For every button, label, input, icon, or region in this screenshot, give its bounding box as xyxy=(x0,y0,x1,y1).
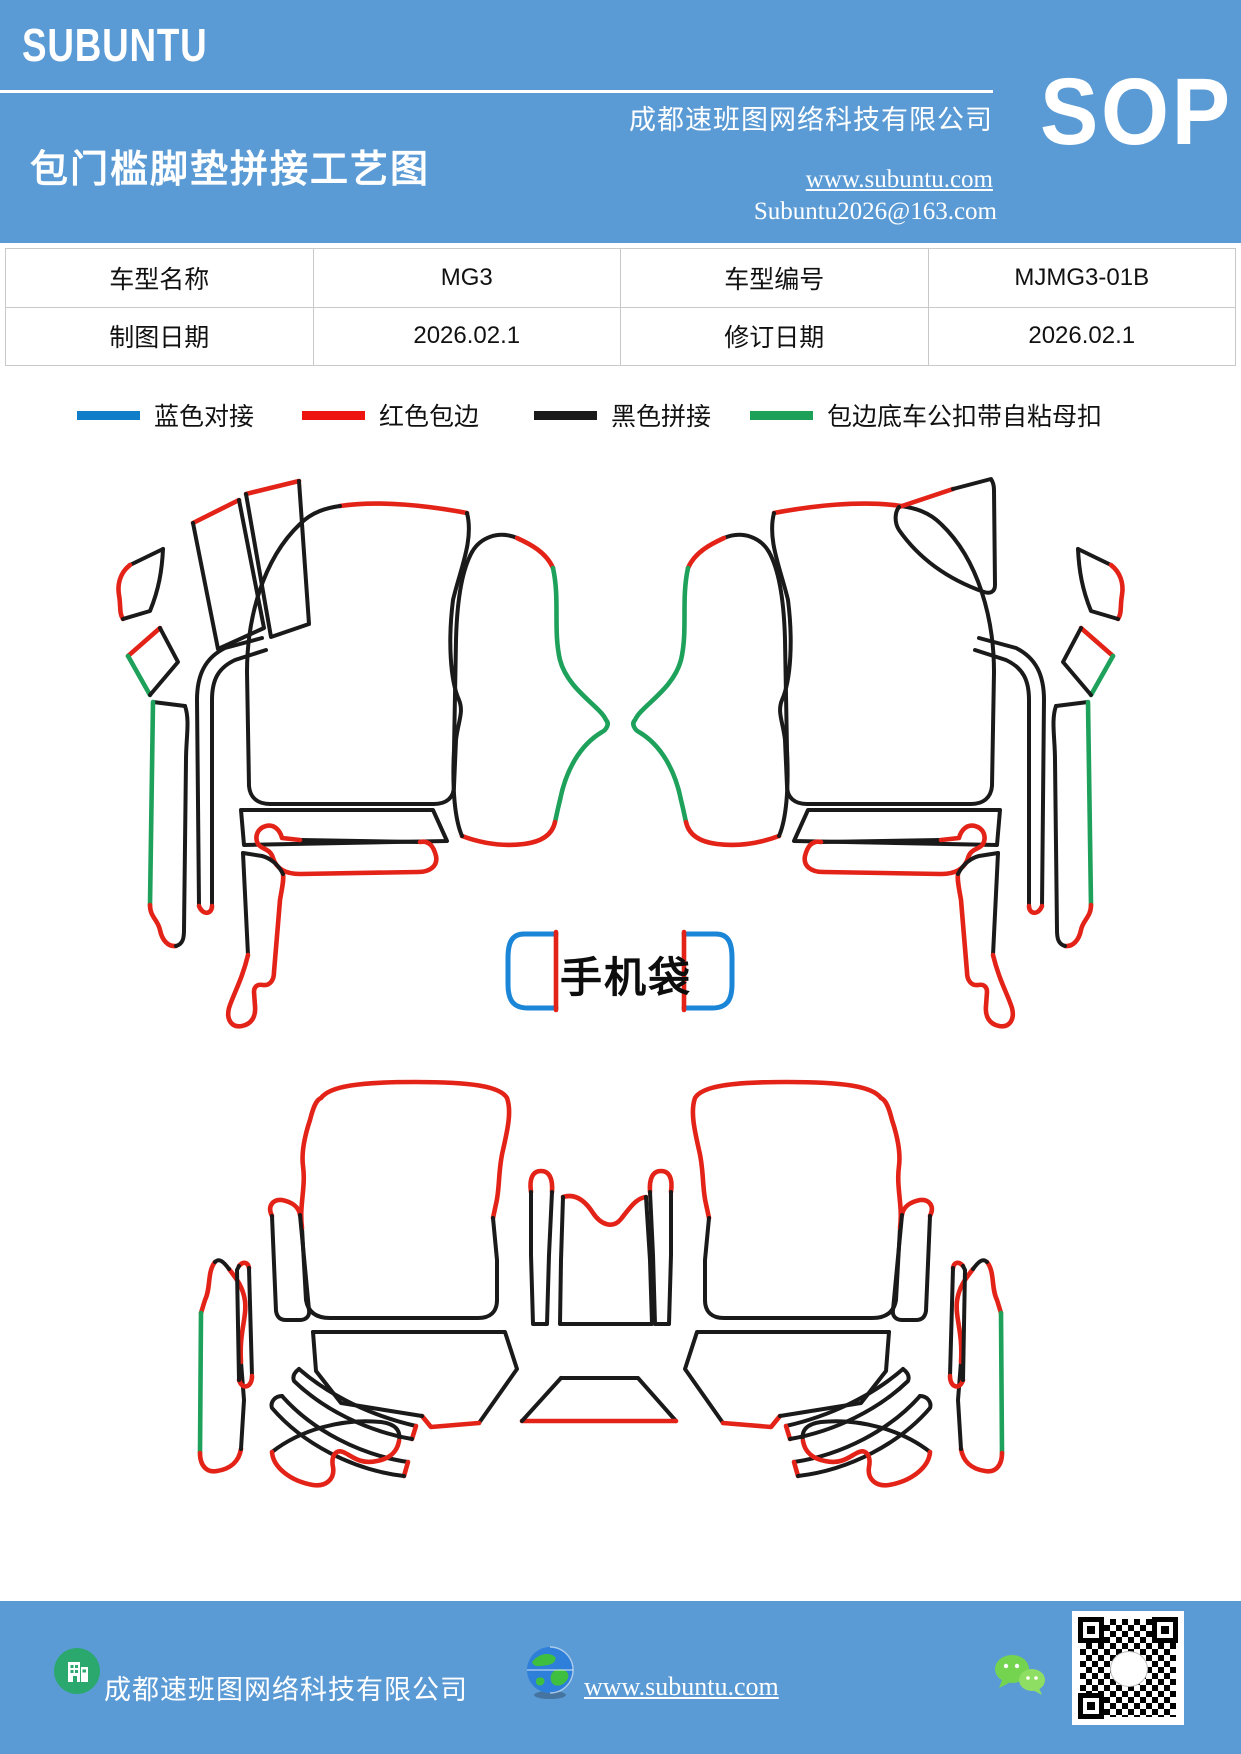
model-name-value: MG3 xyxy=(312,248,621,308)
footer-website-link[interactable]: www.subuntu.com xyxy=(584,1672,779,1701)
header-divider xyxy=(0,90,993,93)
mat-piece xyxy=(269,1419,402,1488)
qr-finder-icon xyxy=(1078,1693,1104,1719)
footer-company-name: 成都速班图网络科技有限公司 xyxy=(104,1675,468,1705)
qr-center-logo xyxy=(1110,1651,1148,1687)
phone-bag-marker xyxy=(505,929,735,1013)
table-row: 车型名称 MG3 车型编号 MJMG3-01B xyxy=(5,248,1236,308)
mat-piece xyxy=(197,1258,248,1474)
mat-piece xyxy=(451,532,610,848)
mat-piece xyxy=(267,1197,312,1322)
mat-piece xyxy=(311,1330,519,1430)
header-banner: SUBUNTU 成都速班图网络科技有限公司 包门槛脚垫拼接工艺图 www.sub… xyxy=(0,0,1241,243)
brand-logo: SUBUNTU xyxy=(22,19,208,71)
legend-item-red: 红色包边 xyxy=(302,398,479,432)
mat-piece xyxy=(269,1394,411,1479)
mat-piece xyxy=(528,1168,555,1326)
mat-piece xyxy=(893,477,997,595)
sill-strip xyxy=(239,808,449,847)
legend-item-green: 包边底车公扣带自粘母扣 xyxy=(750,398,1102,432)
qr-finder-icon xyxy=(1152,1617,1178,1643)
vehicle-info-table: 车型名称 MG3 车型编号 MJMG3-01B 制图日期 2026.02.1 修… xyxy=(5,248,1236,366)
mat-piece xyxy=(235,1260,255,1389)
front-mat-main xyxy=(245,501,471,806)
model-name-label: 车型名称 xyxy=(5,248,314,308)
header-company-name: 成都速班图网络科技有限公司 xyxy=(629,105,993,135)
model-code-value: MJMG3-01B xyxy=(927,248,1236,308)
mat-piece xyxy=(254,823,439,877)
blue-line-swatch xyxy=(77,410,140,420)
stitch-legend: 蓝色对接 红色包边 黑色拼接 包边底车公扣带自粘母扣 xyxy=(0,398,1241,432)
draw-date-value: 2026.02.1 xyxy=(312,306,621,366)
green-line-swatch xyxy=(750,410,813,420)
mat-piece xyxy=(125,625,180,698)
rear-mat-main xyxy=(299,1079,512,1320)
mat-piece xyxy=(195,636,268,916)
revise-date-label: 修订日期 xyxy=(620,306,929,366)
header-website-link[interactable]: www.subuntu.com xyxy=(805,166,993,193)
legend-item-blue: 蓝色对接 xyxy=(77,398,254,432)
console-piece xyxy=(558,1193,654,1326)
table-row: 制图日期 2026.02.1 修订日期 2026.02.1 xyxy=(5,306,1236,366)
legend-item-black: 黑色拼接 xyxy=(534,398,711,432)
draw-date-label: 制图日期 xyxy=(5,306,314,366)
page-title: 包门槛脚垫拼接工艺图 xyxy=(30,149,431,191)
mat-piece xyxy=(147,699,190,949)
header-email: Subuntu2026@163.com xyxy=(753,198,997,225)
qr-finder-icon xyxy=(1078,1617,1104,1643)
mat-piece xyxy=(243,478,311,639)
phone-bag-label: 手机袋 xyxy=(560,954,693,1001)
sop-label: SOP xyxy=(1040,59,1233,165)
qr-code xyxy=(1072,1611,1184,1725)
wechat-icon xyxy=(995,1655,1045,1695)
red-line-swatch xyxy=(302,410,365,420)
model-code-label: 车型编号 xyxy=(620,248,929,308)
mat-piece xyxy=(291,1367,419,1442)
black-line-swatch xyxy=(534,410,597,420)
mat-piece xyxy=(190,497,266,651)
globe-icon xyxy=(527,1646,574,1699)
revise-date-value: 2026.02.1 xyxy=(927,306,1236,366)
building-icon xyxy=(54,1648,100,1694)
mat-piece xyxy=(519,1376,679,1424)
mat-piece xyxy=(225,851,286,1029)
mat-piece xyxy=(116,547,165,622)
